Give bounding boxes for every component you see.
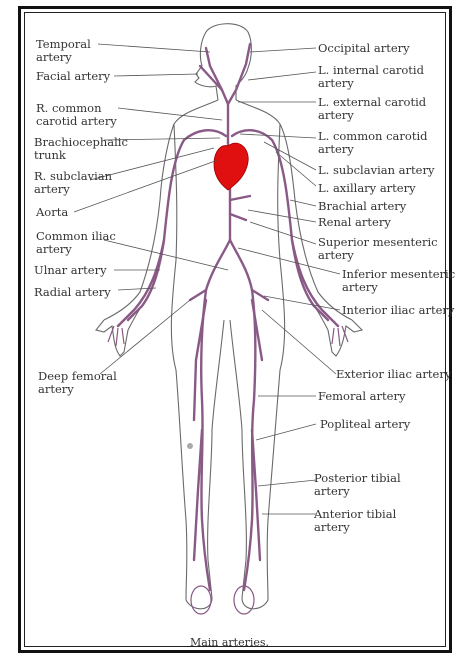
label-r-subclavian: R. subclavian artery: [34, 170, 112, 196]
knee-mark: [187, 443, 193, 449]
label-radial-artery: Radial artery: [34, 286, 111, 299]
figure-caption: Main arteries.: [0, 636, 459, 649]
label-l-external-carotid: L. external carotid artery: [318, 96, 426, 122]
label-l-subclavian: L. subclavian artery: [318, 164, 434, 177]
label-femoral-artery: Femoral artery: [318, 390, 405, 403]
label-posterior-tibial: Posterior tibial artery: [314, 472, 401, 498]
label-deep-femoral: Deep femoral artery: [38, 370, 117, 396]
label-occipital-artery: Occipital artery: [318, 42, 410, 55]
label-temporal-artery: Temporal artery: [36, 38, 91, 64]
label-popliteal-artery: Popliteal artery: [320, 418, 410, 431]
hand-arteries: [108, 326, 348, 614]
label-l-common-carotid: L. common carotid artery: [318, 130, 428, 156]
label-l-internal-carotid: L. internal carotid artery: [318, 64, 424, 90]
label-brachial-artery: Brachial artery: [318, 200, 406, 213]
label-facial-artery: Facial artery: [36, 70, 110, 83]
label-inferior-mesenteric: Inferior mesenteric artery: [342, 268, 455, 294]
label-superior-mesenteric: Superior mesenteric artery: [318, 236, 438, 262]
artery-network: [118, 44, 338, 590]
label-aorta: Aorta: [36, 206, 68, 219]
label-anterior-tibial: Anterior tibial artery: [314, 508, 396, 534]
label-r-common-carotid: R. common carotid artery: [36, 102, 117, 128]
label-renal-artery: Renal artery: [318, 216, 391, 229]
heart-icon: [214, 143, 248, 190]
label-brachiocephalic-trunk: Brachiocephalic trunk: [34, 136, 128, 162]
label-l-axillary: L. axillary artery: [318, 182, 416, 195]
label-ulnar-artery: Ulnar artery: [34, 264, 107, 277]
label-interior-iliac: Interior iliac artery: [342, 304, 454, 317]
label-exterior-iliac: Exterior iliac artery: [336, 368, 451, 381]
label-common-iliac: Common iliac artery: [36, 230, 116, 256]
